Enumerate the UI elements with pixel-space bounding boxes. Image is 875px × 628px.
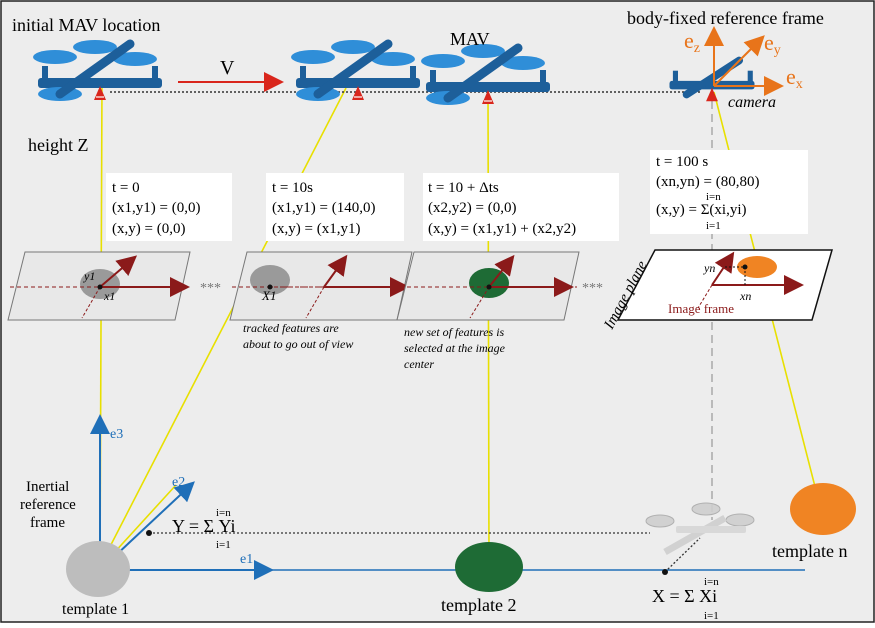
y-sum-top: i=n bbox=[216, 507, 231, 519]
inertial-frame-label: Inertial reference frame bbox=[20, 479, 76, 531]
template-2-patch bbox=[455, 542, 523, 592]
svg-text:i=1: i=1 bbox=[706, 220, 721, 232]
template-n-patch bbox=[790, 483, 856, 535]
camera-label: camera bbox=[728, 94, 776, 111]
mav-label: MAV bbox=[450, 29, 490, 49]
ex-label: ex bbox=[786, 64, 803, 92]
template-1-label: template 1 bbox=[62, 601, 129, 618]
projected-drone bbox=[645, 502, 755, 556]
template-2-label: template 2 bbox=[441, 595, 516, 615]
sightline-3 bbox=[487, 87, 490, 567]
svg-text:(x,y) = (0,0): (x,y) = (0,0) bbox=[112, 221, 185, 237]
initial-location-label: initial MAV location bbox=[12, 15, 160, 35]
image-plane-2: X1 bbox=[229, 251, 413, 321]
y-sum-label: Y = Σ Yi bbox=[172, 516, 235, 536]
svg-text:tracked features are: tracked features are bbox=[243, 321, 339, 335]
image-plane-1: y1 x1 bbox=[7, 251, 191, 321]
svg-text:t = 10s: t = 10s bbox=[272, 180, 313, 196]
template-n-label: template n bbox=[772, 541, 847, 561]
svg-text:about to go out of view: about to go out of view bbox=[243, 337, 353, 351]
ey-arrow bbox=[713, 35, 765, 87]
info-box-2: t = 10s (x1,y1) = (140,0) (x,y) = (x1,y1… bbox=[266, 173, 404, 241]
x-sum-top: i=n bbox=[704, 576, 719, 588]
svg-text:(x,y) = (x1,y1) + (x2,y2): (x,y) = (x1,y1) + (x2,y2) bbox=[428, 221, 576, 237]
svg-text:Inertial: Inertial bbox=[26, 479, 69, 495]
svg-text:t = 0: t = 0 bbox=[112, 180, 140, 196]
svg-text:xn: xn bbox=[739, 289, 751, 303]
e3-label: e3 bbox=[110, 427, 123, 442]
svg-text:selected at the image: selected at the image bbox=[404, 341, 506, 355]
svg-text:x1: x1 bbox=[103, 289, 115, 303]
e2-label: e2 bbox=[172, 475, 185, 490]
svg-text:new set of features is: new set of features is bbox=[404, 325, 505, 339]
svg-text:t = 100 s: t = 100 s bbox=[656, 154, 708, 170]
ellipsis-1: *** bbox=[200, 281, 221, 296]
svg-text:(x,y) = (x1,y1): (x,y) = (x1,y1) bbox=[272, 221, 360, 237]
svg-text:(x,y) = Σ(xi,yi): (x,y) = Σ(xi,yi) bbox=[656, 202, 747, 218]
svg-text:reference: reference bbox=[20, 497, 76, 513]
x-sum-bottom: i=1 bbox=[704, 610, 719, 622]
svg-text:(xn,yn) = (80,80): (xn,yn) = (80,80) bbox=[656, 174, 759, 190]
template-1-patch bbox=[66, 541, 130, 597]
svg-text:X1: X1 bbox=[261, 288, 276, 303]
y-sum-bottom: i=1 bbox=[216, 539, 231, 551]
svg-text:yn: yn bbox=[703, 261, 715, 275]
info-box-1: t = 0 (x1,y1) = (0,0) (x,y) = (0,0) bbox=[106, 173, 232, 241]
ez-label: ez bbox=[684, 28, 700, 56]
image-plane-n: yn xn Image frame bbox=[616, 249, 833, 321]
svg-text:Image frame: Image frame bbox=[668, 301, 734, 316]
sightline-2 bbox=[99, 87, 347, 567]
ellipsis-2: *** bbox=[582, 281, 603, 296]
ey-label: ey bbox=[764, 30, 781, 58]
svg-text:center: center bbox=[404, 357, 434, 371]
svg-text:i=n: i=n bbox=[706, 191, 721, 203]
e1-label: e1 bbox=[240, 552, 253, 567]
x-sum-label: X = Σ Xi bbox=[652, 586, 717, 606]
svg-text:t = 10 + Δts: t = 10 + Δts bbox=[428, 180, 499, 196]
height-label: height Z bbox=[28, 135, 89, 155]
note-tracked: tracked features are about to go out of … bbox=[243, 321, 353, 351]
info-box-3: t = 10 + Δts (x2,y2) = (0,0) (x,y) = (x1… bbox=[423, 173, 619, 241]
body-frame-label: body-fixed reference frame bbox=[627, 8, 824, 28]
svg-text:(x1,y1) = (140,0): (x1,y1) = (140,0) bbox=[272, 200, 375, 216]
svg-text:(x2,y2) = (0,0): (x2,y2) = (0,0) bbox=[428, 200, 516, 216]
svg-text:frame: frame bbox=[30, 515, 65, 531]
drone-body-frame bbox=[669, 56, 755, 102]
svg-text:y1: y1 bbox=[83, 269, 95, 283]
note-new-set: new set of features is selected at the i… bbox=[404, 325, 506, 371]
image-plane-3 bbox=[396, 251, 580, 321]
info-box-4: t = 100 s (xn,yn) = (80,80) i=n (x,y) = … bbox=[650, 150, 808, 234]
svg-text:(x1,y1) = (0,0): (x1,y1) = (0,0) bbox=[112, 200, 200, 216]
velocity-label: V bbox=[220, 57, 235, 79]
